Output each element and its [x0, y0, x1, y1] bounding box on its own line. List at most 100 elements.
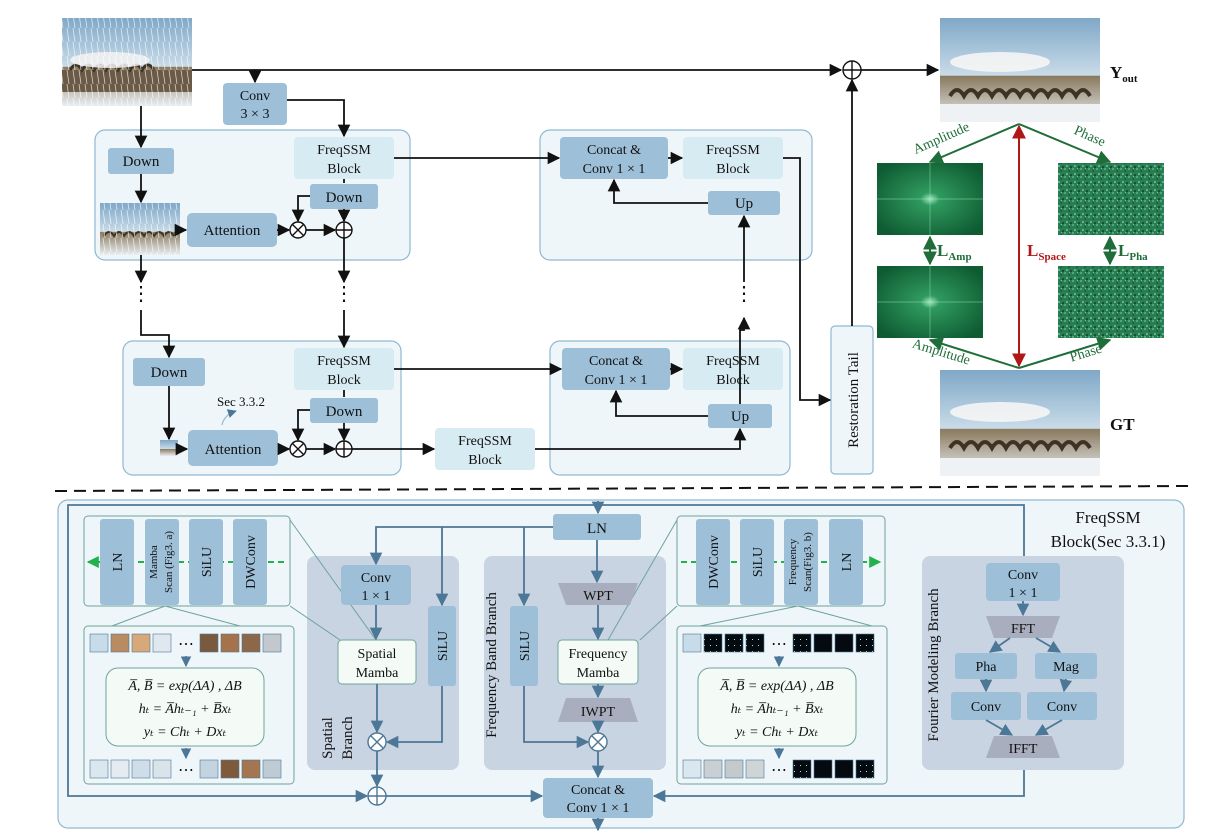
- circled-times-icon: [289, 221, 307, 239]
- freqssm-label-line2: Block: [716, 162, 749, 177]
- frequency-scan-label-line2: Scan(Fig3. b): [802, 532, 814, 592]
- up-block: Up: [708, 404, 772, 428]
- mamba-scan-label-line2: Scan (Fig3. a): [163, 531, 175, 593]
- circled-plus-icon: [367, 786, 387, 806]
- down-label: Down: [123, 154, 160, 170]
- magnitude-block: Mag: [1035, 653, 1097, 679]
- attention-block: Attention: [187, 213, 277, 247]
- bottleneck-freqssm-block: FreqSSM Block: [435, 428, 535, 470]
- layer-norm-block: LN: [829, 519, 863, 605]
- freqssm-label-line2: Block: [716, 373, 749, 388]
- conv1x1-block: Conv 1 × 1: [986, 563, 1060, 601]
- dwconv-block: DWConv: [696, 519, 730, 605]
- circled-plus-icon: [842, 60, 862, 80]
- loss-arrows: [923, 123, 1117, 369]
- ssm-equation-1: A̅, B̅ = exp(ΔA) , ΔB: [127, 679, 242, 694]
- output-restored-image: [940, 18, 1100, 122]
- up-block: Up: [708, 191, 780, 215]
- ellipsis-dots: ⋮: [734, 283, 754, 305]
- down-block: Down: [133, 358, 205, 386]
- freqssm-label-line2: Block: [327, 373, 360, 388]
- restoration-tail-label: Restoration Tail: [846, 352, 862, 448]
- freqssm-block: FreqSSM Block: [683, 348, 783, 390]
- mag-label: Mag: [1053, 660, 1079, 675]
- frequency-mamba-block: Frequency Mamba: [557, 639, 639, 685]
- silu-block: SiLU: [428, 606, 456, 686]
- concat-label-line1: Concat &: [571, 783, 625, 798]
- phase-loss-label: LPha: [1118, 241, 1148, 263]
- frequency-band-branch-label: Frequency Band Branch: [484, 592, 500, 738]
- residual-connection: [67, 504, 598, 803]
- amplitude-loss-label: LAmp: [937, 241, 972, 263]
- ellipsis: ⋯: [178, 762, 194, 779]
- ellipsis-dots: ⋮: [131, 283, 151, 305]
- concat-label-line2: Conv 1 × 1: [585, 373, 648, 388]
- freqssm-label-line2: Block: [468, 453, 501, 468]
- downsampled-image: [100, 203, 180, 255]
- zoom-connector-lines: [111, 519, 873, 641]
- down-block: Down: [108, 148, 174, 174]
- spectrum-axis-lines: [877, 163, 983, 235]
- frequency-mamba-label-line2: Mamba: [577, 666, 621, 681]
- ssm-equation-1: A̅, B̅ = exp(ΔA) , ΔB: [719, 679, 834, 694]
- concat-label-line2: Conv 1 × 1: [583, 162, 646, 177]
- conv-label-line2: 1 × 1: [1009, 586, 1038, 601]
- output-label: Yout: [1110, 63, 1138, 85]
- ssm-equation-3: yₜ = Chₜ + Dxₜ: [142, 725, 227, 740]
- silu-label: SiLU: [436, 631, 451, 661]
- silu-block: SiLU: [510, 606, 538, 686]
- spatial-branch-label: Branch: [340, 716, 356, 760]
- concat-label-line1: Concat &: [589, 354, 643, 369]
- phase-label: Phase: [1071, 123, 1107, 150]
- ssm-equation-2: hₜ = A̅hₜ₋₁ + B̅xₜ: [139, 702, 232, 717]
- circled-times-icon: [588, 732, 608, 752]
- up-label: Up: [735, 196, 753, 212]
- freqssm-label-line1: FreqSSM: [706, 354, 760, 369]
- restoration-tail-block: Restoration Tail: [830, 325, 874, 475]
- connection-arrows: [134, 63, 940, 456]
- attention-label: Attention: [204, 223, 261, 239]
- layer-norm-block: LN: [100, 519, 134, 605]
- spatial-branch-label: Spatial: [320, 717, 336, 759]
- gt-label: GT: [1110, 415, 1135, 434]
- ln-label: LN: [111, 553, 126, 572]
- fft-block: FFT: [986, 616, 1060, 638]
- input-rainy-image: [62, 18, 192, 106]
- spatial-mamba-block: Spatial Mamba: [337, 639, 417, 685]
- fft-label: FFT: [1011, 622, 1036, 637]
- concat-label-line2: Conv 1 × 1: [567, 801, 630, 816]
- frequency-mamba-label-line1: Frequency: [568, 647, 627, 662]
- freqssm-label-line2: Block: [327, 162, 360, 177]
- circled-plus-icon: [335, 440, 353, 458]
- attention-block: Attention: [188, 430, 278, 466]
- frequency-patch-sequence: [682, 633, 875, 653]
- freqssm-label-line1: FreqSSM: [458, 434, 512, 449]
- freqssm-block-title: Block(Sec 3.3.1): [1051, 532, 1166, 551]
- freqssm-block-title: FreqSSM: [1075, 508, 1140, 527]
- image-patch-sequence: [89, 633, 282, 653]
- freqssm-block: FreqSSM Block: [294, 137, 394, 179]
- down-label: Down: [151, 365, 188, 381]
- ssm-equation-2: hₜ = A̅hₜ₋₁ + B̅xₜ: [731, 702, 824, 717]
- concat-conv-block: Concat & Conv 1 × 1: [562, 348, 670, 390]
- silu-block: SiLU: [740, 519, 774, 605]
- conv3x3-block: Conv 3 × 3: [223, 83, 287, 125]
- pha-label: Pha: [976, 660, 998, 675]
- iwpt-block: IWPT: [558, 698, 638, 722]
- phase-label: Phase: [1068, 342, 1104, 366]
- circled-times-icon: [289, 440, 307, 458]
- frequency-output-sequence: [682, 759, 875, 779]
- conv-block: Conv: [1027, 692, 1097, 720]
- output-patch-sequence: [89, 759, 282, 779]
- ellipsis: ⋯: [178, 636, 194, 653]
- conv-label: Conv: [1047, 700, 1077, 715]
- concat-conv-output-block: Concat & Conv 1 × 1: [543, 778, 653, 818]
- detail-flow-arrows: [369, 526, 1073, 832]
- down-label: Down: [326, 190, 363, 206]
- attention-label: Attention: [205, 442, 262, 458]
- up-label: Up: [731, 409, 749, 425]
- section-reference-label: Sec 3.3.2: [217, 394, 265, 409]
- down-label: Down: [326, 404, 363, 420]
- space-loss-label: LSpace: [1027, 241, 1066, 263]
